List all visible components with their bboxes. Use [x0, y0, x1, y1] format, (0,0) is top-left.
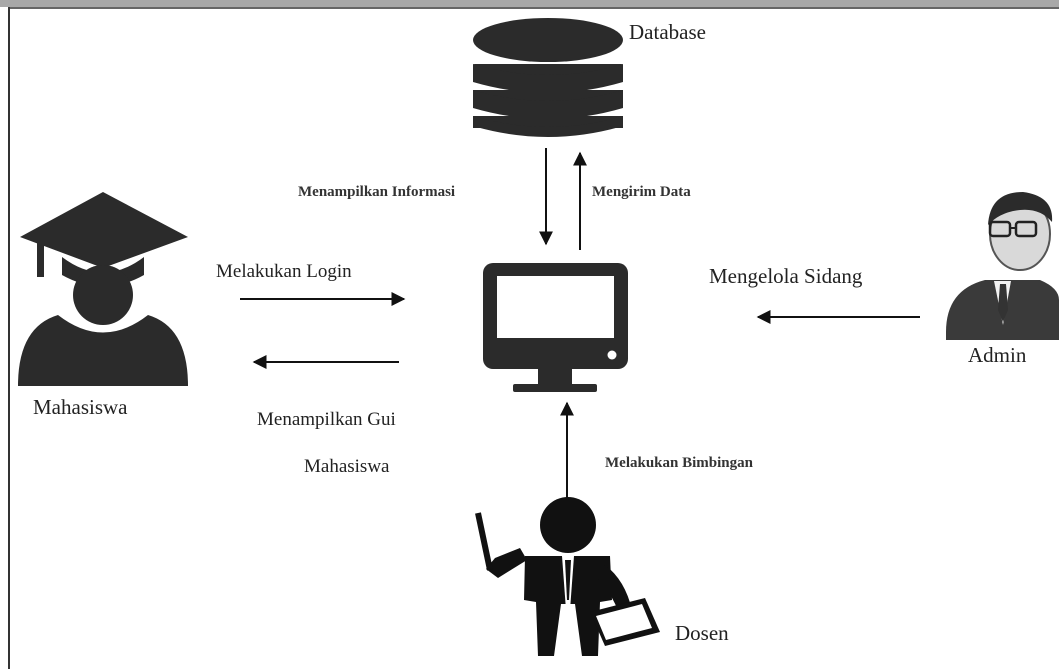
edge-label-mengelola-sidang: Mengelola Sidang	[709, 264, 863, 288]
mahasiswa-label: Mahasiswa	[33, 395, 128, 419]
edge-label-melakukan-login: Melakukan Login	[216, 261, 352, 282]
edge-label-menampilkan-gui-line2: Mahasiswa	[304, 456, 390, 477]
edge-label-menampilkan-gui: Menampilkan Gui	[257, 409, 396, 430]
edge-label-menampilkan-informasi: Menampilkan Informasi	[298, 184, 456, 200]
dosen-label: Dosen	[675, 621, 729, 645]
edge-label-melakukan-bimbingan: Melakukan Bimbingan	[605, 455, 753, 471]
admin-label: Admin	[968, 343, 1027, 367]
edge-label-mengirim-data: Mengirim Data	[592, 184, 691, 200]
graduate-student-icon	[18, 192, 188, 386]
database-icon	[473, 18, 623, 137]
teacher-pointer-icon	[475, 497, 660, 656]
monitor-icon	[483, 263, 628, 392]
database-label: Database	[629, 20, 706, 44]
businessman-icon	[946, 192, 1059, 340]
frame-top-bar	[0, 0, 1059, 7]
